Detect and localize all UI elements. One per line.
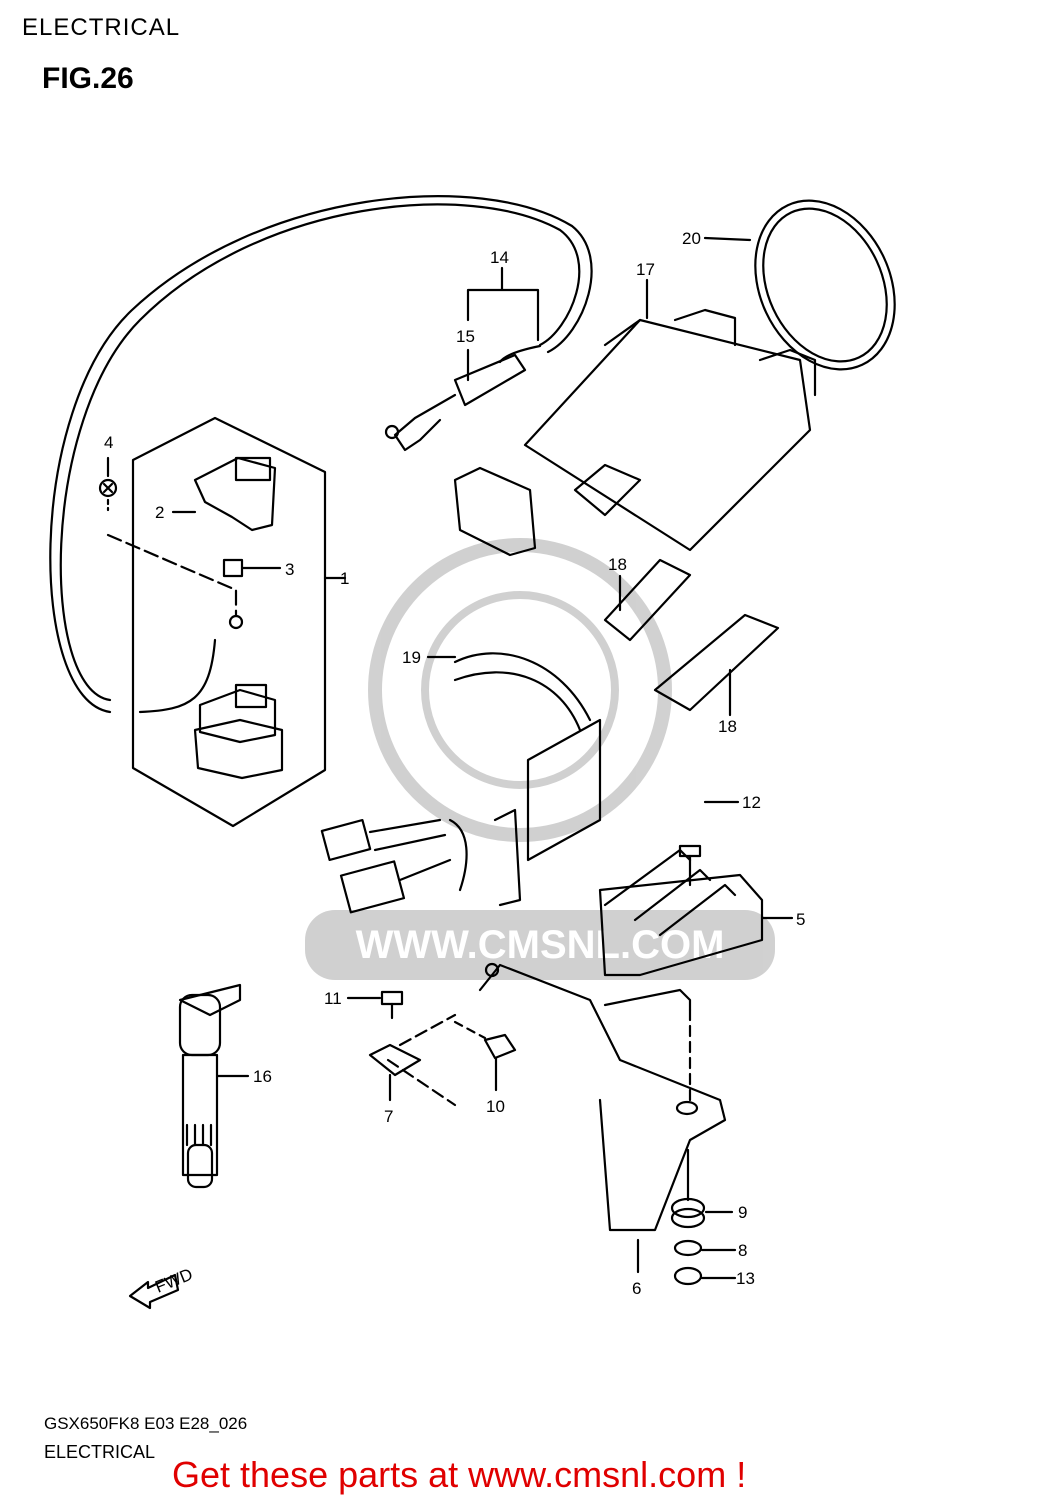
regulator-base xyxy=(603,988,692,1012)
screw-4-cross xyxy=(102,482,114,494)
ecm-connector-a xyxy=(673,308,737,347)
screw-4 xyxy=(98,478,118,498)
callout-9: 9 xyxy=(738,1203,747,1222)
coupler-wires xyxy=(368,818,452,882)
callout-6: 6 xyxy=(632,1279,641,1298)
cushion-pad-upper xyxy=(603,558,692,642)
mounting-bracket xyxy=(478,963,727,1232)
ground-wire-terminal xyxy=(393,393,457,452)
relay-cover-tab xyxy=(234,456,272,482)
ground-wire-sleeve xyxy=(453,353,527,407)
callout-16: 16 xyxy=(253,1067,272,1086)
bracket-arm xyxy=(493,808,522,907)
regulator-rectifier xyxy=(598,873,764,977)
callout-8: 8 xyxy=(738,1241,747,1260)
wire-connector xyxy=(453,466,537,557)
relay-terminal xyxy=(234,683,268,709)
washer-8 xyxy=(673,1239,703,1257)
bolt-10 xyxy=(483,1033,517,1060)
watermark: WWW.CMSNL.COM xyxy=(305,538,775,980)
callout-18b: 18 xyxy=(718,717,737,736)
ecm-edge xyxy=(603,318,642,347)
callout-10: 10 xyxy=(486,1097,505,1116)
callout-1: 1 xyxy=(340,569,349,588)
ignition-coil-connector xyxy=(178,983,242,1017)
grommet-9-base xyxy=(670,1207,706,1229)
battery-cable-outline xyxy=(49,195,593,714)
ignition-coil-body xyxy=(181,1053,219,1177)
ignition-coil-boot xyxy=(186,1143,214,1189)
clamp-7-leader-2 xyxy=(398,1013,457,1047)
wire-harness-2 xyxy=(453,671,582,732)
bolt-10-axis xyxy=(453,1020,487,1040)
coupler-b xyxy=(339,860,406,914)
figure-number: FIG.26 xyxy=(42,62,134,95)
fuse xyxy=(222,558,244,578)
nut-13 xyxy=(673,1266,703,1286)
battery-cable xyxy=(59,203,581,702)
starter-relay-box xyxy=(131,416,327,828)
callout-12: 12 xyxy=(742,793,761,812)
watermark-text: WWW.CMSNL.COM xyxy=(356,923,725,967)
section-header: ELECTRICAL xyxy=(22,14,181,41)
callout-17: 17 xyxy=(636,260,655,279)
wire-harness-3 xyxy=(448,818,468,892)
clamp-7 xyxy=(368,1043,422,1077)
model-code: GSX650FK8 E03 E28_026 xyxy=(44,1414,248,1433)
ecm-pad xyxy=(573,463,642,517)
leader-20 xyxy=(703,236,752,242)
callout-3: 3 xyxy=(285,560,294,579)
leader-14 xyxy=(466,266,540,342)
callout-20: 20 xyxy=(682,229,701,248)
relay-cover xyxy=(193,456,277,532)
callout-2: 2 xyxy=(155,503,164,522)
callout-14: 14 xyxy=(490,248,509,267)
bolt-11-head xyxy=(380,990,404,1006)
screw-4-leader xyxy=(106,533,238,617)
bracket-hole xyxy=(484,962,500,978)
fwd-arrow xyxy=(128,1273,180,1310)
callout-4: 4 xyxy=(104,433,113,452)
wire-harness xyxy=(453,652,592,722)
relay-cable xyxy=(138,638,217,714)
ignition-coil-ribs xyxy=(185,1123,213,1147)
callout-18a: 18 xyxy=(608,555,627,574)
regulator-back xyxy=(526,718,602,862)
callout-5: 5 xyxy=(796,910,805,929)
grommet-9 xyxy=(670,1197,706,1219)
promo-link[interactable]: Get these parts at www.cmsnl.com ! xyxy=(172,1454,747,1495)
bracket-hole-2 xyxy=(675,1100,699,1116)
bolt-12-head xyxy=(678,844,702,858)
ecm-unit xyxy=(523,318,812,552)
cushion-pad-lower xyxy=(653,613,780,712)
starter-relay xyxy=(193,718,284,780)
starter-relay-top xyxy=(198,688,277,744)
ground-terminal-ring xyxy=(384,424,400,440)
ecm-strap-inner xyxy=(762,207,888,363)
callout-11: 11 xyxy=(324,989,342,1008)
callout-13: 13 xyxy=(736,1269,755,1288)
footer-section: ELECTRICAL xyxy=(44,1442,156,1462)
ecm-connector-b xyxy=(758,348,817,397)
coupler-a xyxy=(320,818,372,862)
relay-lug xyxy=(228,614,244,630)
clamp-7-leader xyxy=(386,1058,457,1107)
callout-7: 7 xyxy=(384,1107,393,1126)
callout-15: 15 xyxy=(456,327,475,346)
callout-19: 19 xyxy=(402,648,421,667)
ecm-strap xyxy=(754,199,896,371)
